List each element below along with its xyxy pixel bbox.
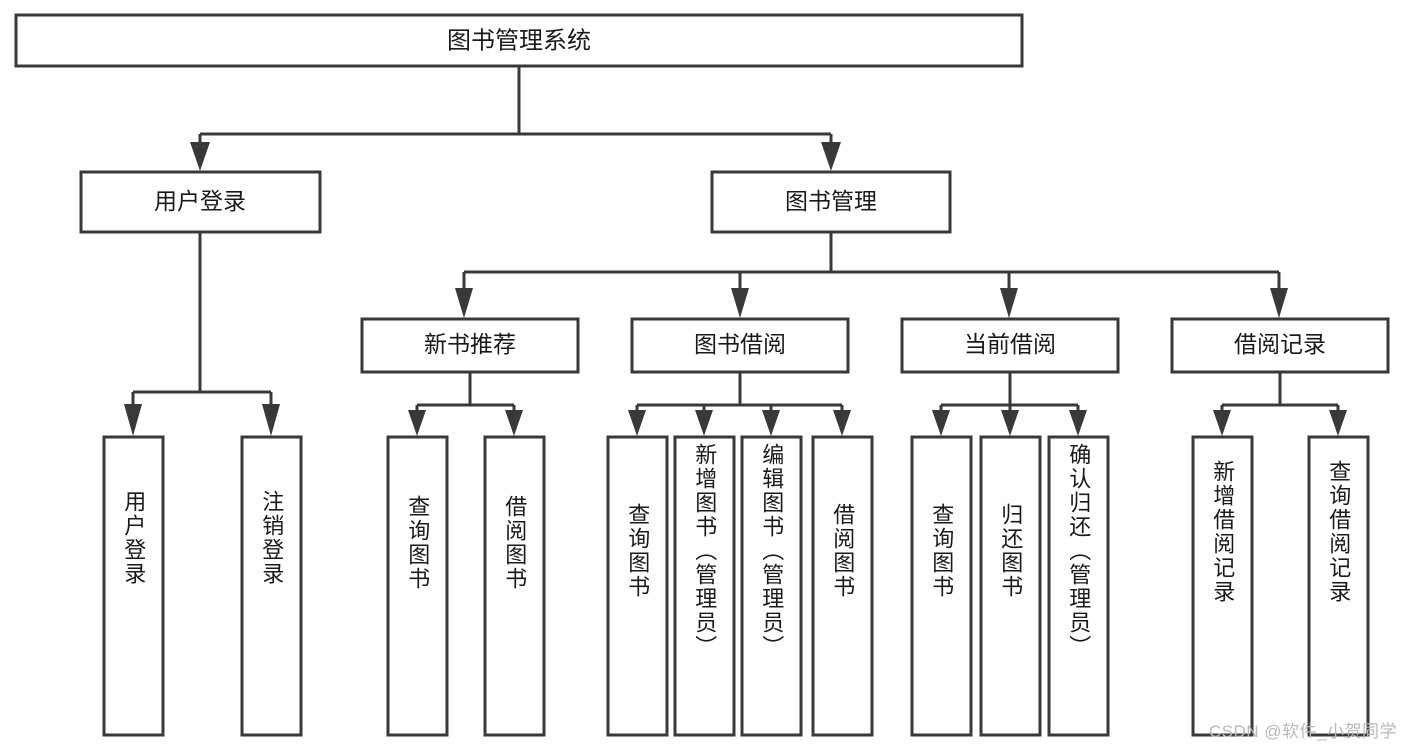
leaf-box-bb-add-book[interactable] (673, 435, 736, 737)
node-book-manage-label: 图书管理 (785, 188, 877, 214)
arrow-head-icon-cb-query (932, 410, 950, 436)
arrow-head-icon-bb-borrow (833, 410, 851, 436)
arrow-head-icon-leaf-user-login (124, 404, 142, 436)
leaf-box-bb-borrow-book[interactable] (811, 435, 874, 737)
arrow-head-icon-bb-add (695, 410, 713, 436)
node-root[interactable]: 图书管理系统 (14, 13, 1024, 68)
node-book-borrow[interactable]: 图书借阅 (630, 317, 850, 374)
arrow-head-icon-bb-edit (762, 410, 780, 436)
node-borrow-record-label: 借阅记录 (1234, 331, 1326, 357)
arrow-head-icon-leaf-logout (262, 404, 280, 436)
node-borrow-record[interactable]: 借阅记录 (1170, 317, 1390, 374)
node-book-borrow-box[interactable] (630, 317, 850, 374)
arrow-head-icon-new-book (455, 288, 473, 318)
leaf-box-bb-query-book[interactable] (606, 435, 669, 737)
node-root-label: 图书管理系统 (447, 27, 591, 54)
arrow-head-icon-cb-return (1001, 410, 1019, 436)
arrow-head-icon-current-borrow (1000, 288, 1018, 318)
arrow-head-icon-user-login (190, 142, 210, 171)
arrow-head-icon-cb-confirm (1069, 410, 1087, 436)
node-current-borrow-label: 当前借阅 (964, 331, 1056, 357)
leaf-box-bb-edit-book[interactable] (740, 435, 803, 737)
leaf-box-user-login[interactable] (102, 435, 165, 737)
arrow-head-icon-br-query (1329, 410, 1347, 436)
node-current-borrow[interactable]: 当前借阅 (900, 317, 1120, 374)
node-new-book-recommend-label: 新书推荐 (424, 331, 516, 357)
node-book-manage[interactable]: 图书管理 (710, 170, 952, 234)
leaf-box-nb-query-book[interactable] (386, 435, 449, 737)
node-root-box[interactable] (14, 13, 1024, 68)
node-current-borrow-box[interactable] (900, 317, 1120, 374)
node-book-manage-box[interactable] (710, 170, 952, 234)
arrow-head-icon-nb-borrow (505, 410, 523, 436)
arrow-head-icon-book-manage (821, 142, 841, 171)
leaf-box-cb-return-book[interactable] (979, 435, 1042, 737)
arrow-head-icon-br-add (1213, 410, 1231, 436)
arrow-head-icon-book-borrow (731, 288, 749, 318)
arrow-head-icon-borrow-record (1270, 288, 1288, 318)
leaf-box-cb-confirm-return[interactable] (1047, 435, 1110, 737)
leaf-box-cb-query-book[interactable] (910, 435, 973, 737)
node-new-book-recommend[interactable]: 新书推荐 (360, 317, 580, 374)
node-book-borrow-label: 图书借阅 (694, 331, 786, 357)
arrow-head-icon-bb-query (628, 410, 646, 436)
node-user-login-label: 用户登录 (154, 188, 246, 214)
node-user-login[interactable]: 用户登录 (79, 170, 322, 234)
arrow-head-icon-nb-query (408, 410, 426, 436)
leaf-box-br-query-record[interactable] (1307, 435, 1370, 737)
leaf-box-logout[interactable] (240, 435, 303, 737)
leaf-box-br-add-record[interactable] (1191, 435, 1254, 737)
node-new-book-recommend-box[interactable] (360, 317, 580, 374)
node-borrow-record-box[interactable] (1170, 317, 1390, 374)
leaf-box-nb-borrow-book[interactable] (483, 435, 546, 737)
